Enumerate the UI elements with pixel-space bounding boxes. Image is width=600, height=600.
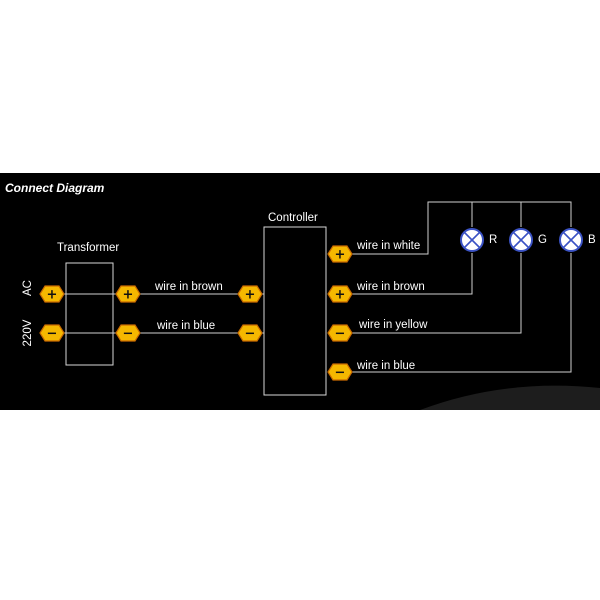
connect-diagram-panel: + − + − + − + + − − Connect Diagram AC 220V Trans… xyxy=(0,173,600,410)
wire-label-out-yellow: wire in yellow xyxy=(359,319,428,331)
terminal-controller-out-white-symbol: + xyxy=(335,248,346,263)
diagram-graphics: + − + − + − + + − − xyxy=(39,201,600,410)
terminal-ac-positive-symbol: + xyxy=(47,288,58,303)
label-ac: AC xyxy=(22,280,34,296)
wire-label-input-positive: wire in brown xyxy=(155,281,223,293)
lamp-b-icon xyxy=(559,228,583,252)
wire-label-input-negative: wire in blue xyxy=(157,320,216,332)
terminal-transformer-out-positive-symbol: + xyxy=(123,288,134,303)
terminal-controller-out-brown-symbol: + xyxy=(335,288,346,303)
wire-out-blue xyxy=(352,253,572,373)
terminal-controller-in-positive-symbol: + xyxy=(245,288,256,303)
controller-label: Controller xyxy=(268,212,318,224)
terminal-controller-out-white-icon: + xyxy=(327,245,353,263)
terminal-ac-positive-icon: + xyxy=(39,285,65,303)
wire-out-brown xyxy=(352,253,473,295)
terminal-controller-out-yellow-icon: − xyxy=(327,324,353,342)
background-arc xyxy=(420,385,600,410)
lamp-g-icon xyxy=(509,228,533,252)
label-220v: 220V xyxy=(22,319,34,347)
terminal-ac-negative-icon: − xyxy=(39,324,65,342)
wire-out-white xyxy=(352,201,572,255)
terminal-controller-in-negative-icon: − xyxy=(237,324,263,342)
wire-label-out-brown: wire in brown xyxy=(357,281,425,293)
terminal-controller-in-negative-symbol: − xyxy=(245,327,256,342)
wire-out-yellow xyxy=(352,253,522,334)
terminal-controller-out-brown-icon: + xyxy=(327,285,353,303)
terminal-controller-in-positive-icon: + xyxy=(237,285,263,303)
terminal-controller-out-blue-icon: − xyxy=(327,363,353,381)
diagram-title: Connect Diagram xyxy=(5,181,105,195)
terminal-controller-out-blue-symbol: − xyxy=(335,366,346,381)
terminal-transformer-out-negative-icon: − xyxy=(115,324,141,342)
transformer-box xyxy=(65,262,114,366)
transformer-label: Transformer xyxy=(57,242,120,254)
lamp-r-icon xyxy=(460,228,484,252)
controller-box xyxy=(263,226,327,396)
wire-label-out-blue: wire in blue xyxy=(357,360,416,372)
lamp-label-r: R xyxy=(489,234,498,246)
lamp-label-g: G xyxy=(538,234,547,246)
wire-label-out-white: wire in white xyxy=(357,240,421,252)
lamp-label-b: B xyxy=(588,234,596,246)
terminal-ac-negative-symbol: − xyxy=(47,327,58,342)
terminal-transformer-out-positive-icon: + xyxy=(115,285,141,303)
terminal-controller-out-yellow-symbol: − xyxy=(335,327,346,342)
terminal-transformer-out-negative-symbol: − xyxy=(123,327,134,342)
